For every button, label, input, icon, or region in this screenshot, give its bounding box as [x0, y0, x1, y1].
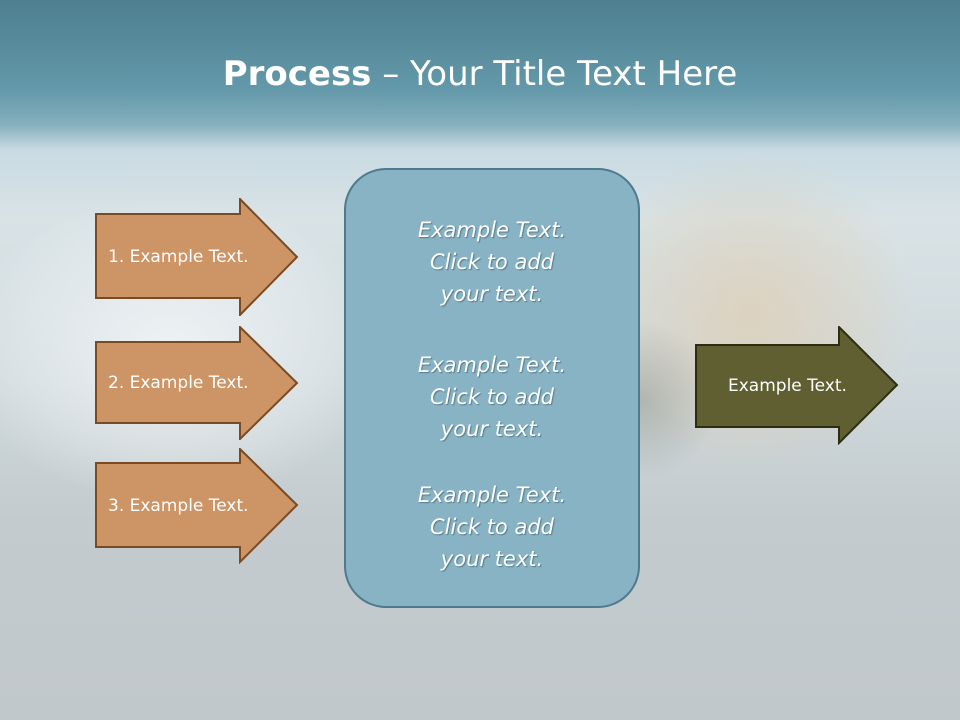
center-paragraph-2: Example Text. Click to add your text. — [346, 349, 638, 445]
paragraph-line: Example Text. — [417, 353, 567, 377]
arrow-right-shape — [95, 326, 299, 440]
arrow-right-shape — [95, 448, 299, 564]
paragraph-line: Click to add — [429, 250, 554, 274]
center-paragraph-1: Example Text. Click to add your text. — [346, 214, 638, 310]
output-arrow[interactable]: Example Text. — [695, 326, 900, 445]
slide-title[interactable]: Process – Your Title Text Here — [0, 52, 960, 96]
paragraph-line: your text. — [440, 282, 544, 306]
paragraph-line: your text. — [440, 547, 544, 571]
input-arrow-2[interactable]: 2. Example Text. — [95, 326, 300, 440]
output-arrow-label: Example Text. — [728, 375, 847, 396]
input-arrow-label: 2. Example Text. — [108, 373, 249, 393]
input-arrow-3[interactable]: 3. Example Text. — [95, 448, 300, 564]
arrow-right-shape — [695, 326, 899, 445]
arrow-right-shape — [95, 198, 299, 316]
paragraph-line: Example Text. — [417, 218, 567, 242]
input-arrow-label: 3. Example Text. — [108, 496, 249, 516]
paragraph-line: Example Text. — [417, 483, 567, 507]
paragraph-line: your text. — [440, 417, 544, 441]
input-arrow-1[interactable]: 1. Example Text. — [95, 198, 300, 316]
paragraph-line: Click to add — [429, 385, 554, 409]
center-text-box[interactable]: Example Text. Click to add your text. Ex… — [344, 168, 640, 608]
title-bold: Process — [222, 54, 372, 94]
center-paragraph-3: Example Text. Click to add your text. — [346, 479, 638, 575]
title-rest: – Your Title Text Here — [371, 54, 738, 94]
input-arrow-label: 1. Example Text. — [108, 247, 249, 267]
paragraph-line: Click to add — [429, 515, 554, 539]
